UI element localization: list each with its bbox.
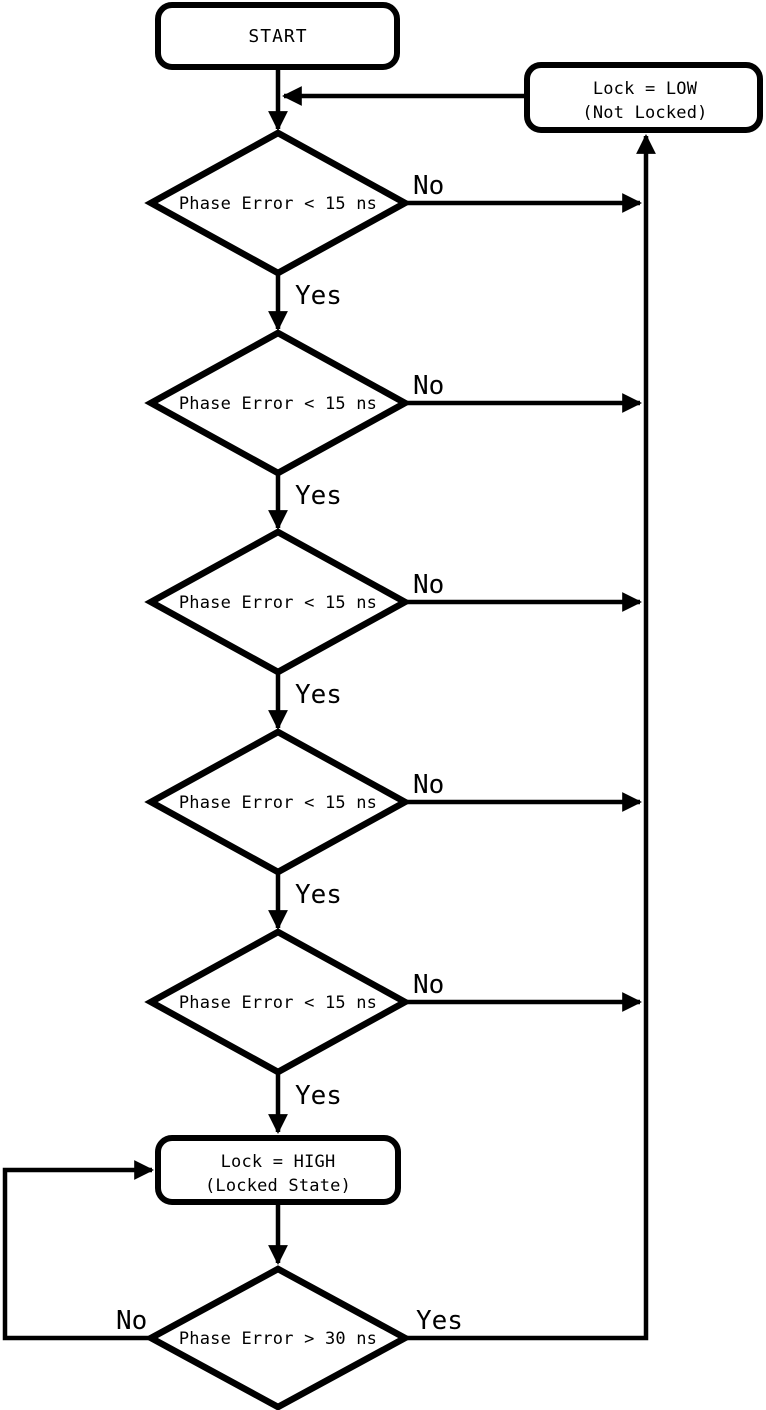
lock-high-label-line2: (Locked State) (205, 1176, 351, 1196)
decision-5-label: Phase Error < 15 ns (179, 993, 377, 1013)
yes-label-2: Yes (295, 481, 342, 511)
yes-label-5: Yes (295, 1081, 342, 1111)
decision-4-diamond (144, 728, 412, 876)
no-label-1: No (413, 171, 444, 201)
node-lock-low: Lock = LOW (Not Locked) (524, 62, 763, 133)
node-lock-high: Lock = HIGH (Locked State) (155, 1135, 401, 1205)
decision-5-diamond (144, 928, 412, 1076)
decision-1-diamond (144, 129, 412, 277)
node-decision-3: Phase Error < 15 ns (144, 528, 412, 676)
yes-label-3: Yes (295, 680, 342, 710)
decision-2-diamond (144, 329, 412, 477)
node-decision-4: Phase Error < 15 ns (144, 728, 412, 876)
yes-label-1: Yes (295, 281, 342, 311)
final-no-label: No (116, 1306, 147, 1336)
node-start: START (155, 2, 400, 70)
no-label-4: No (413, 770, 444, 800)
yes-label-4: Yes (295, 880, 342, 910)
lock-high-box (155, 1135, 401, 1205)
no-label-5: No (413, 970, 444, 1000)
decision-3-diamond (144, 528, 412, 676)
no-label-3: No (413, 570, 444, 600)
decision-2-label: Phase Error < 15 ns (179, 394, 377, 414)
node-decision-2: Phase Error < 15 ns (144, 329, 412, 477)
node-final-decision: Phase Error > 30 ns (144, 1265, 412, 1410)
node-decision-1: Phase Error < 15 ns (144, 129, 412, 277)
lock-high-label-line1: Lock = HIGH (221, 1152, 336, 1172)
start-box (155, 2, 400, 70)
lock-low-box (524, 62, 763, 133)
edges (2, 67, 656, 1341)
final-yes-label: Yes (416, 1306, 463, 1336)
node-decision-5: Phase Error < 15 ns (144, 928, 412, 1076)
branch-labels: No No No No No Yes Yes Yes Yes Yes No Ye… (116, 171, 463, 1336)
lock-low-label-line1: Lock = LOW (593, 79, 698, 99)
decision-4-label: Phase Error < 15 ns (179, 793, 377, 813)
start-label: START (248, 26, 307, 47)
edge-final-yes-riser (405, 134, 656, 1341)
no-label-2: No (413, 371, 444, 401)
final-decision-diamond (144, 1265, 412, 1410)
edge-final-no-loop (2, 1160, 154, 1341)
decision-1-label: Phase Error < 15 ns (179, 194, 377, 214)
nodes: START Lock = LOW (Not Locked) Phase Erro… (144, 2, 763, 1410)
lock-low-label-line2: (Not Locked) (582, 103, 707, 123)
final-decision-label: Phase Error > 30 ns (179, 1329, 377, 1349)
decision-3-label: Phase Error < 15 ns (179, 593, 377, 613)
